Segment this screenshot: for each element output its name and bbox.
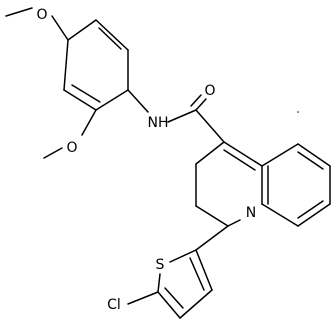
atom-o-carbonyl: O <box>204 83 215 99</box>
bond <box>43 147 63 159</box>
bond <box>169 249 197 263</box>
bond <box>98 27 122 50</box>
bond <box>127 89 149 113</box>
bond <box>51 15 69 41</box>
bond <box>297 151 324 170</box>
bond <box>164 287 184 309</box>
bond <box>127 291 159 305</box>
bond <box>195 205 229 227</box>
atom-labels: O O NH O N S Cl <box>36 7 256 313</box>
bond <box>261 143 299 167</box>
bond <box>5 7 33 17</box>
bond <box>179 289 213 319</box>
bond <box>81 109 97 136</box>
bond <box>297 143 331 167</box>
bond <box>223 141 263 167</box>
bond <box>223 149 256 171</box>
bond <box>261 203 299 227</box>
bond <box>167 109 197 123</box>
bond <box>195 249 213 291</box>
atom-nh: NH <box>148 115 169 131</box>
bond <box>195 109 225 143</box>
bond <box>157 291 181 319</box>
atom-o-methoxy-top: O <box>36 7 47 23</box>
bond <box>227 219 241 227</box>
bond <box>195 225 229 251</box>
bond <box>190 94 202 107</box>
bond <box>63 89 97 111</box>
atom-cl: Cl <box>107 297 121 313</box>
atom-o-methoxy-ortho: O <box>66 140 77 156</box>
bond <box>297 203 331 227</box>
atom-n-ring: N <box>246 205 256 221</box>
atom-s-ring: S <box>156 257 165 273</box>
bond <box>71 84 101 103</box>
bond <box>157 273 161 293</box>
bond <box>195 141 225 165</box>
bond-lines <box>5 7 331 319</box>
bond <box>95 89 129 111</box>
bond <box>63 39 69 91</box>
bond <box>189 257 205 291</box>
bond <box>195 98 207 111</box>
bond <box>297 200 324 219</box>
bond <box>67 19 97 41</box>
bond <box>95 19 129 51</box>
